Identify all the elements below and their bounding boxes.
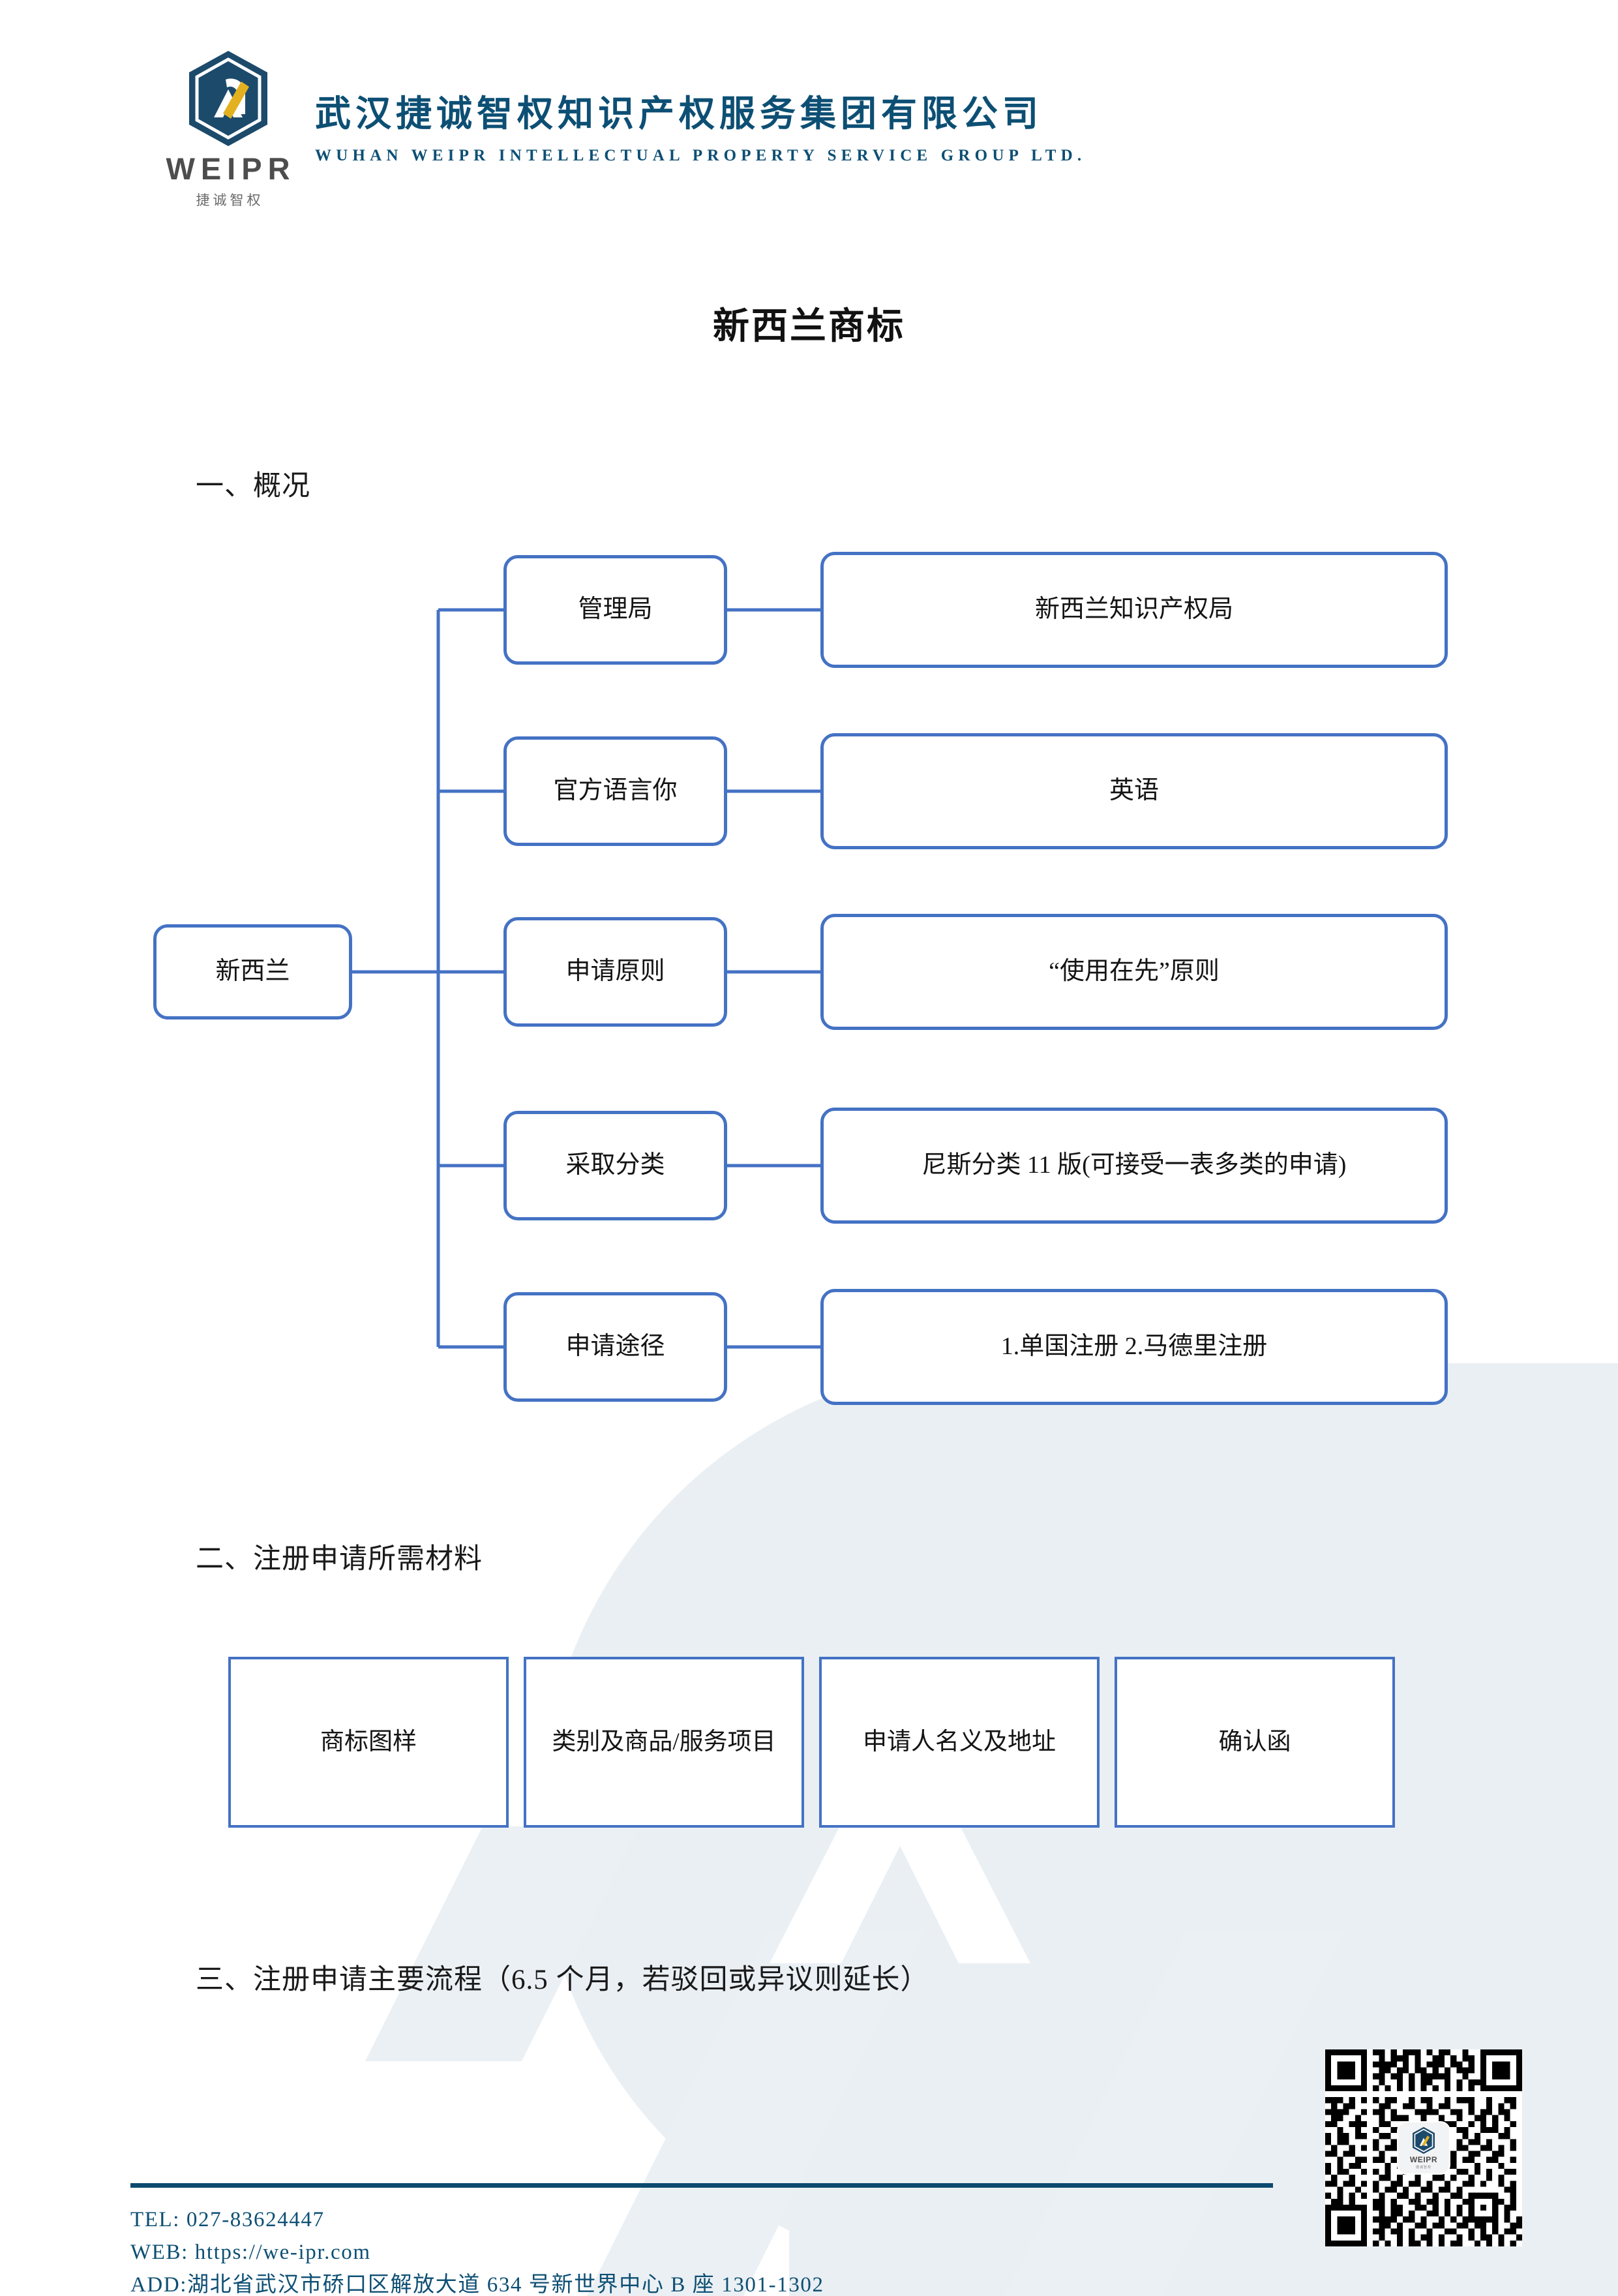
section-heading-process: 三、注册申请主要流程（6.5 个月，若驳回或异议则延长） (196, 1965, 929, 1995)
company-name-en: WUHAN WEIPR INTELLECTUAL PROPERTY SERVIC… (315, 146, 1086, 164)
wechat-qr-code[interactable]: WEIPR 捷诚智权 (1325, 2049, 1522, 2246)
logo-subtext: 捷诚智权 (196, 192, 264, 208)
page-title: 新西兰商标 (713, 307, 905, 347)
mindmap-key-node[interactable]: 管理局 (503, 555, 727, 665)
company-name-cn: 武汉捷诚智权知识产权服务集团有限公司 (315, 93, 1043, 134)
shield-logo-icon (189, 51, 267, 146)
mindmap-value-node[interactable]: “使用在先”原则 (820, 914, 1448, 1030)
footer-divider (130, 2183, 1273, 2188)
mindmap-key-node[interactable]: 申请途径 (503, 1292, 727, 1402)
weipr-logo: WEIPR 捷诚智权 (166, 49, 290, 209)
company-name-block: 武汉捷诚智权知识产权服务集团有限公司 WUHAN WEIPR INTELLECT… (315, 93, 1086, 164)
mindmap-value-node[interactable]: 尼斯分类 11 版(可接受一表多类的申请) (820, 1108, 1448, 1224)
material-box[interactable]: 确认函 (1115, 1657, 1395, 1828)
qr-logo-wordmark: WEIPR (1409, 2155, 1438, 2164)
footer-address: ADD:湖北省武汉市硚口区解放大道 634 号新世界中心 B 座 1301-13… (130, 2273, 824, 2296)
shield-logo-icon (1413, 2126, 1435, 2154)
qr-logo-subtext: 捷诚智权 (1415, 2166, 1431, 2169)
mindmap-value-node[interactable]: 新西兰知识产权局 (820, 552, 1448, 668)
logo-wordmark: WEIPR (166, 151, 296, 186)
section-heading-materials: 二、注册申请所需材料 (196, 1544, 483, 1575)
mindmap-key-node[interactable]: 官方语言你 (503, 736, 727, 846)
mindmap-root-node[interactable]: 新西兰 (153, 924, 352, 1020)
footer-tel: TEL: 027-83624447 (130, 2208, 325, 2231)
material-box[interactable]: 申请人名义及地址 (819, 1657, 1100, 1828)
footer-contact: TEL: 027-83624447 WEB: https://we-ipr.co… (130, 2203, 824, 2296)
footer-web[interactable]: WEB: https://we-ipr.com (130, 2241, 371, 2265)
mindmap-key-node[interactable]: 申请原则 (503, 917, 727, 1027)
page-header: WEIPR 捷诚智权 武汉捷诚智权知识产权服务集团有限公司 WUHAN WEIP… (166, 49, 1086, 209)
mindmap-value-node[interactable]: 英语 (820, 733, 1448, 849)
section-heading-overview: 一、概况 (196, 471, 310, 502)
mindmap-value-node[interactable]: 1.单国注册 2.马德里注册 (820, 1289, 1448, 1405)
material-box[interactable]: 商标图样 (228, 1657, 509, 1828)
material-box[interactable]: 类别及商品/服务项目 (524, 1657, 804, 1828)
qr-center-logo: WEIPR 捷诚智权 (1398, 2122, 1449, 2173)
mindmap-key-node[interactable]: 采取分类 (503, 1111, 727, 1220)
